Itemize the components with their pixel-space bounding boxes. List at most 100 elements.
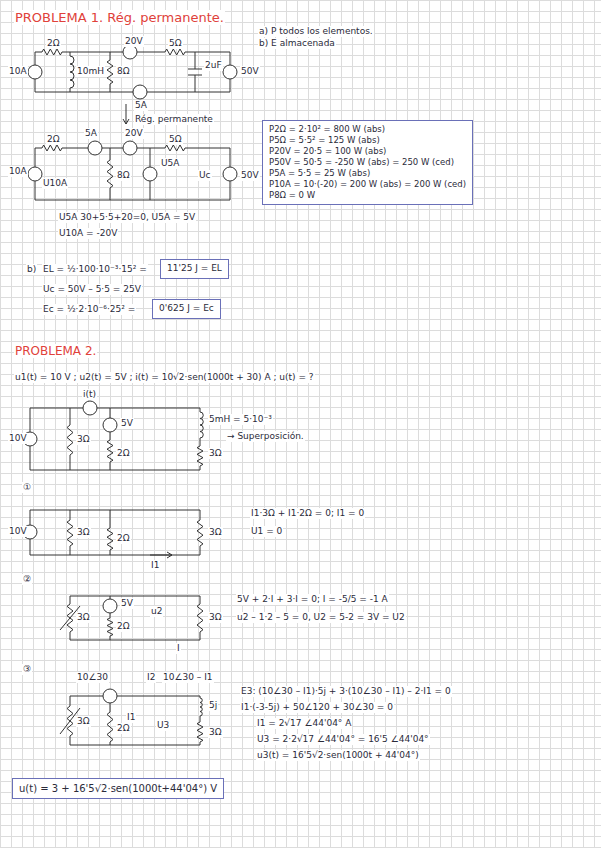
note-text: 5j bbox=[208, 700, 218, 711]
resistor-symbol bbox=[42, 145, 62, 151]
wire bbox=[30, 555, 200, 556]
note-text: U1 = 0 bbox=[250, 526, 283, 537]
note-text: 10∠30 – I1 bbox=[162, 672, 214, 683]
note-text: 20V bbox=[124, 36, 144, 47]
result-line: u(t) = 3 + 16'5√2·sen(1000t+44'04°) V bbox=[19, 782, 217, 795]
note-text: 5V + 2·I + 3·I = 0; I = -5/5 = -1 A bbox=[236, 594, 389, 605]
wire bbox=[110, 52, 111, 60]
wire bbox=[110, 84, 111, 92]
wire bbox=[70, 745, 200, 746]
inductor-symbol bbox=[200, 698, 202, 716]
resistor-symbol bbox=[197, 520, 203, 546]
note-text: 2Ω bbox=[116, 621, 131, 632]
wire bbox=[200, 408, 201, 412]
wire bbox=[137, 148, 165, 149]
wire bbox=[70, 88, 71, 92]
source-symbol bbox=[28, 167, 42, 181]
note-text: 5V bbox=[120, 598, 134, 609]
resistor-symbol bbox=[197, 446, 203, 466]
wire bbox=[30, 510, 200, 511]
wire bbox=[30, 408, 31, 432]
wire bbox=[35, 92, 133, 93]
wire bbox=[110, 148, 111, 160]
note-text: 2Ω bbox=[116, 533, 131, 544]
note-text: Ec = ½·2·10⁻⁶·25² = bbox=[42, 304, 136, 315]
note-text: I1 bbox=[126, 712, 136, 723]
note-text: ② bbox=[22, 574, 32, 585]
note-text: 3Ω bbox=[208, 448, 223, 459]
resistor-symbol bbox=[107, 618, 113, 636]
note-text: I bbox=[176, 643, 181, 654]
results-box: P2Ω = 2·10² = 800 W (abs)P5Ω = 5·5² = 12… bbox=[262, 120, 473, 205]
note-text: u3(t) = 16'5√2·sen(1000t + 44'04°) bbox=[256, 750, 420, 761]
answer-box: 11'25 J = EL bbox=[160, 259, 229, 279]
wire bbox=[200, 466, 201, 470]
note-text: U10A = -20V bbox=[58, 228, 118, 239]
wire bbox=[35, 200, 230, 201]
note-text: 3Ω bbox=[76, 527, 91, 538]
wire bbox=[35, 79, 36, 92]
note-text: 3Ω bbox=[76, 434, 91, 445]
wire bbox=[35, 52, 36, 65]
wire bbox=[70, 596, 200, 597]
arrow-head bbox=[123, 119, 129, 124]
note-text: 2Ω bbox=[46, 134, 61, 145]
note-text: 2uF bbox=[204, 60, 223, 71]
source-symbol bbox=[143, 167, 157, 181]
wire bbox=[35, 52, 42, 53]
note-text: U3 = 2·2√17 ∠44'04° = 16'5 ∠44'04° bbox=[256, 734, 430, 745]
wire bbox=[70, 640, 200, 641]
note-text: EL = ½·100·10⁻³·15² = bbox=[42, 264, 148, 275]
arrow-head bbox=[167, 552, 172, 558]
resistor-symbol bbox=[197, 722, 203, 742]
wire bbox=[150, 148, 151, 167]
wire bbox=[195, 52, 196, 69]
wire bbox=[70, 696, 103, 697]
wire bbox=[110, 742, 111, 745]
wire bbox=[110, 408, 111, 418]
resistor-symbol bbox=[107, 440, 113, 462]
wire bbox=[150, 555, 172, 556]
resistor-symbol bbox=[67, 425, 73, 455]
note-text: Rég. permanente bbox=[134, 114, 214, 125]
wire bbox=[110, 636, 111, 640]
wire bbox=[117, 696, 200, 697]
note-text: i(t) bbox=[82, 389, 97, 400]
resistor-symbol bbox=[42, 49, 62, 55]
wire bbox=[70, 736, 71, 745]
note-text: 5Ω bbox=[168, 134, 183, 145]
source-symbol bbox=[28, 65, 42, 79]
wire bbox=[110, 550, 111, 555]
inductor-symbol bbox=[200, 412, 203, 438]
result-line: P2Ω = 2·10² = 800 W (abs) bbox=[269, 124, 466, 135]
page-heading: PROBLEMA 1. Rég. permanente. bbox=[14, 10, 225, 25]
note-text: 3Ω bbox=[76, 612, 91, 623]
note-text: 5mH = 5·10⁻³ bbox=[208, 414, 273, 425]
note-text: 10V bbox=[8, 526, 28, 537]
wire bbox=[70, 408, 71, 425]
wire bbox=[62, 148, 88, 149]
wire bbox=[110, 188, 111, 200]
note-text: 5A bbox=[134, 100, 148, 111]
wire bbox=[70, 455, 71, 470]
wire bbox=[185, 52, 230, 53]
wire bbox=[230, 79, 231, 92]
result-line: P8Ω = 0 W bbox=[269, 190, 466, 201]
wire bbox=[200, 510, 201, 520]
resistor-symbol bbox=[107, 528, 113, 550]
note-text: u2 – 1·2 – 5 = 0, U2 = 5-2 = 3V = U2 bbox=[236, 612, 406, 623]
wire bbox=[200, 438, 201, 446]
note-text: 10V bbox=[8, 433, 28, 444]
note-text: U3 bbox=[156, 720, 170, 731]
note-text: u2 bbox=[150, 606, 163, 617]
note-text: 8Ω bbox=[116, 66, 131, 77]
note-text: 2Ω bbox=[46, 38, 61, 49]
wire bbox=[70, 546, 71, 555]
note-text: Uc = 50V – 5·5 = 25V bbox=[42, 284, 142, 295]
wire bbox=[70, 52, 71, 56]
note-text: 5V bbox=[120, 418, 134, 429]
wire bbox=[110, 462, 111, 470]
wire bbox=[70, 596, 71, 604]
answer-box: 0'625 J = Ec bbox=[152, 299, 221, 319]
note-text: U5A bbox=[160, 158, 180, 169]
